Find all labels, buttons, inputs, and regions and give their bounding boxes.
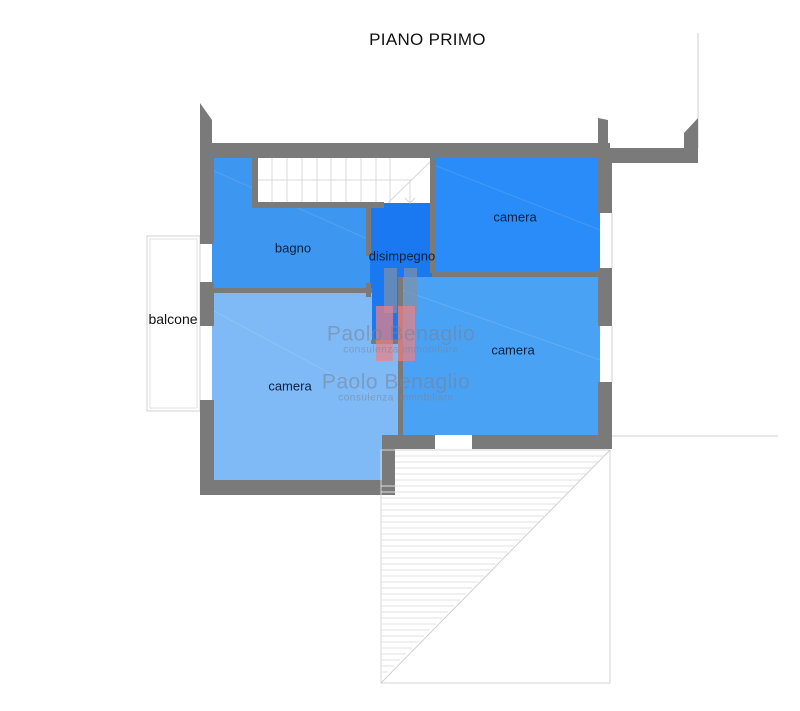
room-label-balcone: balcone <box>148 311 198 327</box>
stair-bottom <box>380 449 611 684</box>
stair-top <box>258 158 433 204</box>
room-camera-right <box>402 277 600 435</box>
room-label-bagno: bagno <box>274 240 312 256</box>
room-label-disimpegno: disimpegno <box>368 248 436 264</box>
watermark-logo <box>376 268 417 361</box>
room-label-camera-right: camera <box>491 342 535 358</box>
room-label-camera-left: camera <box>268 378 312 394</box>
plan-title: PIANO PRIMO <box>369 30 486 49</box>
room-camera-left <box>212 293 398 480</box>
room-label-camera-top-right: camera <box>493 209 537 225</box>
room-camera-top-right <box>434 158 600 273</box>
